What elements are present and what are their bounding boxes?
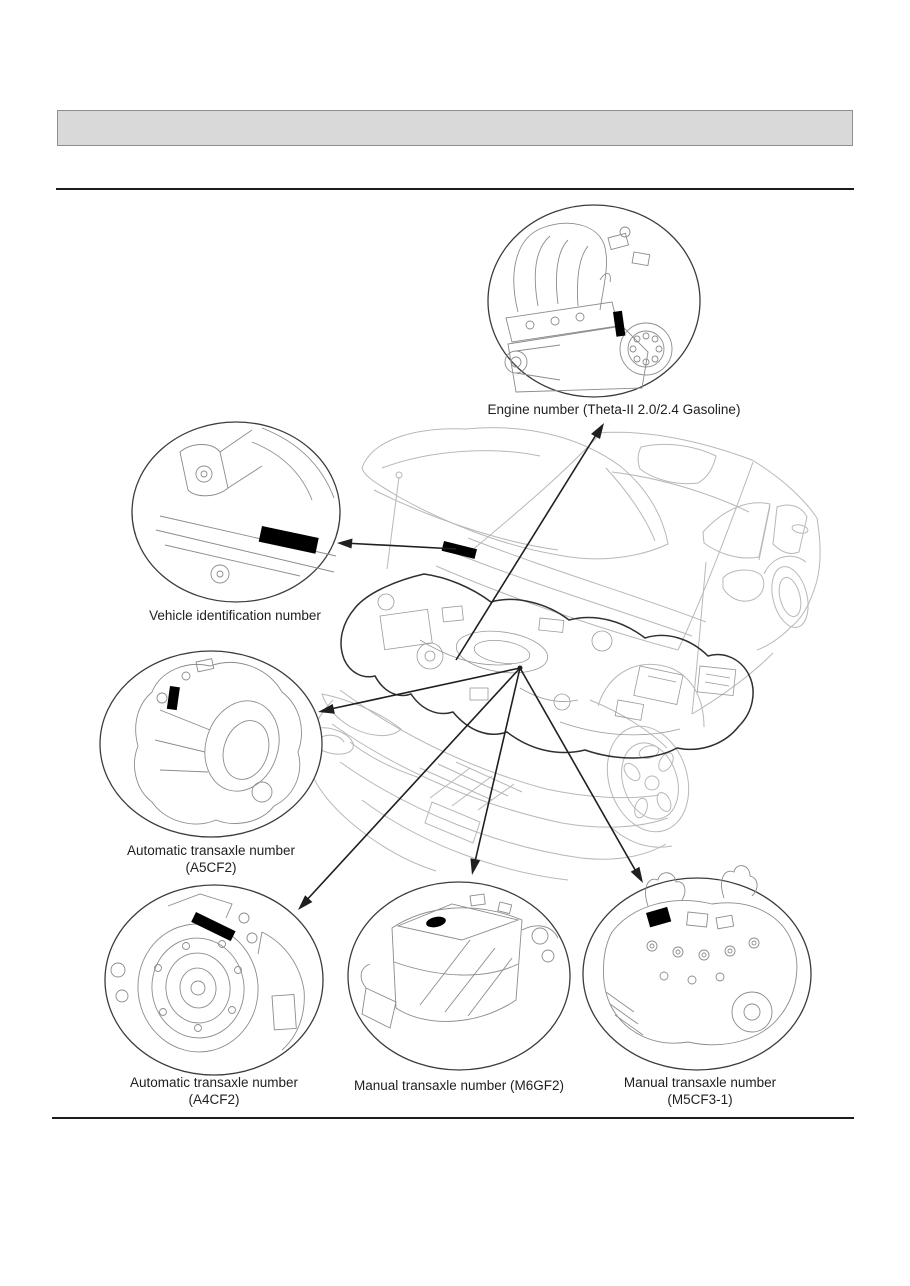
a4cf2-number-marker (191, 912, 236, 942)
arrow-to-vin-callout (343, 542, 457, 550)
arrow-to-m6gf2-callout (473, 667, 521, 867)
section-header-bar (57, 110, 853, 146)
m6gf2-number-marker (426, 916, 446, 928)
a5cf2-sketch (134, 658, 302, 825)
a5cf2-label-line2: (A5CF2) (185, 860, 237, 875)
m6gf2-label: Manual transaxle number (M6GF2) (353, 1078, 565, 1093)
m5cf3-1-number-marker (646, 906, 672, 928)
rear-wheel (763, 555, 809, 628)
m6gf2-sketch (360, 893, 559, 1029)
car-illustration (307, 427, 821, 881)
engine-sketch (504, 222, 673, 393)
callout-m5cf3-1 (582, 865, 812, 1071)
m5cf3-1-label-line2: (M5CF3-1) (667, 1092, 733, 1107)
engine-bay-outline (340, 573, 754, 759)
engine-number-marker (612, 310, 626, 337)
sunroof-outline (637, 443, 717, 485)
grille-mesh (419, 761, 523, 811)
engine-number-label: Engine number (Theta-II 2.0/2.4 Gasoline… (487, 402, 741, 417)
callout-vin (131, 421, 341, 603)
vin-callout-circle (131, 421, 341, 603)
m5cf3-1-label-line1: Manual transaxle number (623, 1075, 777, 1090)
a5cf2-callout-circle (99, 650, 323, 838)
m5cf3-1-sketch (602, 865, 798, 1046)
headlight-left (321, 693, 402, 736)
arrowhead-a5cf2 (318, 704, 335, 714)
bottom-rule (52, 1117, 854, 1119)
a5cf2-number-marker (166, 686, 180, 711)
vin-plate-marker (258, 526, 319, 554)
a4cf2-label: Automatic transaxle number (A4CF2) (64, 1074, 364, 1108)
callout-a4cf2 (104, 884, 324, 1076)
a5cf2-label: Automatic transaxle number (A5CF2) (61, 842, 361, 876)
arrowhead-m6gf2 (470, 858, 481, 875)
engine-callout-circle (487, 204, 701, 398)
callout-a5cf2 (99, 650, 323, 838)
m5cf3-1-callout-circle (582, 877, 812, 1071)
top-rule (56, 188, 854, 190)
a4cf2-sketch (110, 893, 305, 1053)
engine-bay-components (377, 593, 737, 736)
vin-location-marker (441, 541, 477, 559)
arrow-to-m5cf3-1-callout (519, 667, 639, 876)
vin-label: Vehicle identification number (149, 608, 321, 623)
headlight-right (589, 699, 668, 749)
a5cf2-label-line1: Automatic transaxle number (126, 843, 296, 858)
arrow-to-a4cf2-callout (303, 667, 521, 904)
arrowhead-m5cf3-1 (630, 866, 643, 883)
a4cf2-label-line2: (A4CF2) (188, 1092, 240, 1107)
door-handle (791, 524, 809, 534)
arrowhead-vin (337, 538, 353, 549)
m5cf3-1-label: Manual transaxle number (M5CF3-1) (547, 1074, 853, 1108)
a4cf2-label-line1: Automatic transaxle number (129, 1075, 299, 1090)
arrow-to-a5cf2-callout (325, 667, 521, 711)
callout-arrows (298, 423, 643, 910)
callout-engine (487, 204, 701, 398)
arrowhead-engine (591, 423, 604, 439)
hood-prop-rod (386, 476, 400, 570)
callout-m6gf2 (347, 881, 571, 1071)
arrow-to-engine-callout (455, 429, 600, 661)
side-mirror (722, 569, 765, 602)
m6gf2-callout-circle (347, 881, 571, 1071)
arrowhead-a4cf2 (298, 895, 313, 910)
front-wheel (606, 725, 690, 848)
